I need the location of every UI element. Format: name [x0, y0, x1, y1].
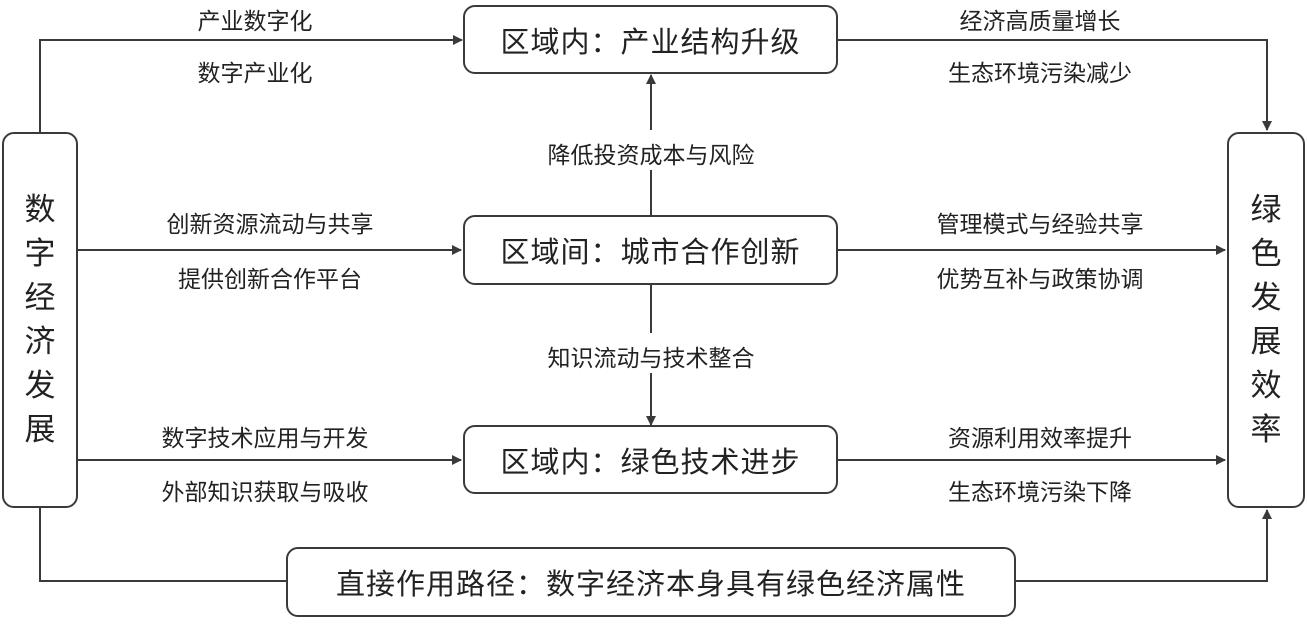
arrow-direct-to-right: [1016, 509, 1272, 582]
line-left-to-direct: [39, 507, 286, 582]
label-innovation-platform: 提供创新合作平台: [178, 267, 362, 293]
label-innovation-resource-sharing: 创新资源流动与共享: [166, 212, 374, 238]
right-box-char: 效: [1250, 368, 1282, 404]
green-tech-box: 区域内：绿色技术进步: [463, 425, 838, 494]
label-management-sharing: 管理模式与经验共享: [936, 212, 1144, 238]
green-tech-text: 区域内：绿色技术进步: [500, 444, 801, 479]
label-pollution-decline: 生态环境污染下降: [948, 480, 1132, 506]
left-box-char: 经: [24, 280, 56, 316]
right-box-char: 发: [1250, 280, 1282, 316]
label-lower-investment-risk: 降低投资成本与风险: [547, 143, 755, 169]
left-box-char: 数: [24, 192, 56, 228]
arrow-top-to-right: [838, 39, 1272, 131]
label-policy-coordination: 优势互补与政策协调: [936, 267, 1144, 293]
direct-path-text: 直接作用路径：数字经济本身具有绿色经济属性: [335, 567, 966, 601]
arrow-left-to-top: [39, 35, 463, 133]
label-digital-tech-application: 数字技术应用与开发: [161, 426, 369, 452]
label-resource-efficiency: 资源利用效率提升: [948, 426, 1132, 452]
label-industrial-digitalization: 产业数字化: [197, 9, 313, 35]
left-box-char: 展: [24, 412, 56, 448]
label-pollution-reduction: 生态环境污染减少: [948, 61, 1132, 87]
right-box-char: 绿: [1250, 192, 1282, 228]
left-box-char: 发: [24, 368, 56, 404]
left-box-char: 字: [24, 236, 56, 272]
label-knowledge-flow: 知识流动与技术整合: [547, 346, 755, 372]
right-box-char: 展: [1250, 324, 1282, 360]
industrial-upgrade-text: 区域内：产业结构升级: [500, 24, 801, 59]
label-external-knowledge: 外部知识获取与吸收: [161, 480, 369, 506]
label-digital-industrialization: 数字产业化: [197, 61, 313, 87]
direct-path-box: 直接作用路径：数字经济本身具有绿色经济属性: [286, 547, 1016, 617]
city-cooperation-box: 区域间：城市合作创新: [463, 215, 838, 285]
left-box-char: 济: [24, 324, 56, 360]
green-efficiency-box: 绿 色 发 展 效 率: [1227, 132, 1305, 508]
industrial-upgrade-box: 区域内：产业结构升级: [463, 5, 838, 74]
city-cooperation-text: 区域间：城市合作创新: [500, 235, 801, 269]
label-high-quality-growth: 经济高质量增长: [959, 9, 1121, 35]
right-box-char: 率: [1250, 412, 1282, 448]
right-box-char: 色: [1250, 236, 1282, 272]
digital-economy-box: 数 字 经 济 发 展: [2, 132, 78, 508]
